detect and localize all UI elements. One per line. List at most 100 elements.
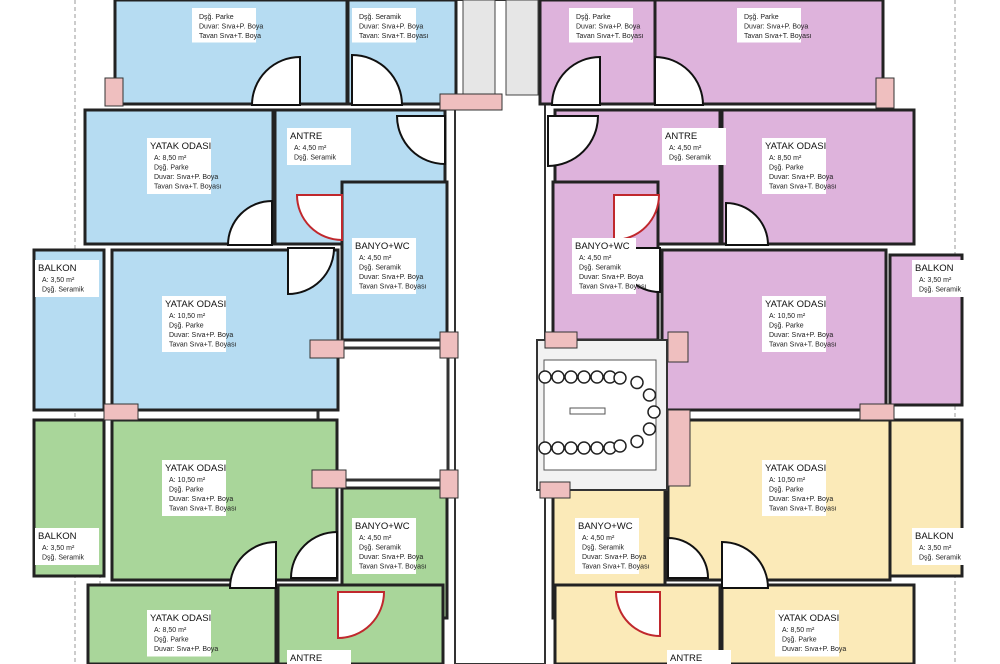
room-spec-line: Dşğ. Parke bbox=[199, 14, 234, 21]
room-title: BANYO+WC bbox=[355, 521, 410, 532]
stair-step bbox=[577, 441, 591, 455]
room-spec-line: Tavan Sıva+T. Boyası bbox=[582, 564, 650, 571]
columns bbox=[103, 77, 895, 499]
room-label-box bbox=[667, 650, 731, 664]
room-spec-line: Tavan Sıva+T. Boyası bbox=[359, 284, 427, 291]
door-swing bbox=[228, 540, 277, 589]
shaft-left bbox=[462, 0, 496, 96]
room-spec-line: Dşğ. Parke bbox=[769, 165, 804, 172]
door-swing bbox=[614, 591, 661, 638]
room-label-box bbox=[352, 238, 416, 294]
room-label-box bbox=[575, 518, 639, 574]
room-title: YATAK ODASI bbox=[165, 463, 226, 474]
room-spec-line: Dşğ. Parke bbox=[744, 14, 779, 21]
room-spec-line: Tavan Sıva+T. Boyası bbox=[769, 506, 837, 513]
room-label-box bbox=[35, 260, 99, 297]
door-swing bbox=[547, 115, 600, 168]
stair-step bbox=[538, 441, 552, 455]
stair-step bbox=[538, 370, 552, 384]
room-spec-line: Duvar: Sıva+P. Boya bbox=[576, 24, 640, 31]
stair-step bbox=[564, 441, 578, 455]
door-swing bbox=[721, 540, 770, 589]
room-spec-line: Dşğ. Seramik bbox=[579, 265, 622, 272]
room-spec-line: A: 8,50 m² bbox=[154, 155, 187, 162]
stair-step bbox=[647, 405, 661, 419]
room-label-box bbox=[912, 260, 976, 297]
room-spec-line: Duvar: Sıva+P. Boya bbox=[769, 332, 833, 339]
column bbox=[859, 403, 895, 421]
room-spec-line: A: 10,50 m² bbox=[769, 477, 806, 484]
room-spec-line: A: 4,50 m² bbox=[669, 145, 702, 152]
door-swing bbox=[226, 199, 273, 246]
door-swing bbox=[395, 115, 446, 166]
room-title: YATAK ODASI bbox=[778, 613, 839, 624]
room-spec-line: Dşğ. Seramik bbox=[359, 265, 402, 272]
room-spec-line: A: 4,50 m² bbox=[359, 535, 392, 542]
room-title: ANTRE bbox=[290, 131, 322, 142]
room-title: BANYO+WC bbox=[578, 521, 633, 532]
door-swing bbox=[550, 55, 601, 106]
stair-step bbox=[630, 375, 644, 390]
room-spec-line: Duvar: Sıva+P. Boya bbox=[169, 496, 233, 503]
room-spec-line: Duvar: Sıva+P. Boya bbox=[359, 274, 423, 281]
room-label-box bbox=[912, 528, 976, 565]
column bbox=[439, 469, 459, 499]
shaft-right bbox=[505, 0, 539, 96]
room-spec-line: A: 10,50 m² bbox=[169, 313, 206, 320]
stair-step bbox=[613, 439, 627, 453]
room-spec-line: Duvar: Sıva+P. Boya bbox=[359, 24, 423, 31]
column bbox=[667, 331, 689, 363]
stair-step bbox=[590, 441, 604, 455]
room-spec-line: Tavan Sıva+T. Boyası bbox=[169, 342, 237, 349]
room-label-box bbox=[352, 8, 416, 43]
room-label-r23: ANTRE bbox=[667, 650, 731, 664]
doors bbox=[226, 53, 770, 640]
room-spec-line: Duvar: Sıva+P. Boya bbox=[744, 24, 808, 31]
door-swing bbox=[289, 530, 338, 579]
room-spec-line: Duvar: Sıva+P. Boya bbox=[769, 174, 833, 181]
room-spec-line: Dşğ. Seramik bbox=[582, 545, 625, 552]
room-label-box bbox=[775, 610, 839, 657]
staircase bbox=[536, 339, 668, 491]
room-spec-line: Dşğ. Parke bbox=[769, 487, 804, 494]
column bbox=[544, 331, 578, 349]
room-spec-line: Duvar: Sıva+P. Boya bbox=[769, 496, 833, 503]
room-label-box bbox=[762, 460, 826, 516]
room-spec-line: Tavan Sıva+T. Boya bbox=[199, 33, 261, 40]
room-label-box bbox=[572, 238, 636, 294]
room-label-box bbox=[162, 460, 226, 516]
stair-step bbox=[630, 434, 644, 449]
room-spec-line: Dşğ. Parke bbox=[782, 637, 817, 644]
room-title: YATAK ODASI bbox=[150, 613, 211, 624]
room-title: BANYO+WC bbox=[355, 241, 410, 252]
door-swing bbox=[667, 536, 710, 579]
room-label-box bbox=[662, 128, 726, 165]
room-label-box bbox=[762, 138, 826, 194]
room-spec-line: Duvar: Sıva+P. Boya bbox=[199, 24, 263, 31]
room-spec-line: Tavan Sıva+T. Boyası bbox=[744, 33, 812, 40]
room-spec-line: A: 3,50 m² bbox=[919, 277, 952, 284]
column bbox=[311, 469, 347, 489]
door-swing bbox=[295, 194, 343, 242]
room-spec-line: A: 3,50 m² bbox=[42, 545, 75, 552]
room-label-box bbox=[737, 8, 801, 43]
room-spec-line: Dşğ. Seramik bbox=[919, 555, 962, 562]
room-spec-line: Tavan Sıva+T. Boyası bbox=[576, 33, 644, 40]
stair-step bbox=[551, 370, 565, 384]
column bbox=[539, 481, 571, 499]
room-spec-line: Dşğ. Seramik bbox=[42, 287, 85, 294]
door-swing bbox=[654, 55, 705, 106]
room-spec-line: A: 4,50 m² bbox=[359, 255, 392, 262]
